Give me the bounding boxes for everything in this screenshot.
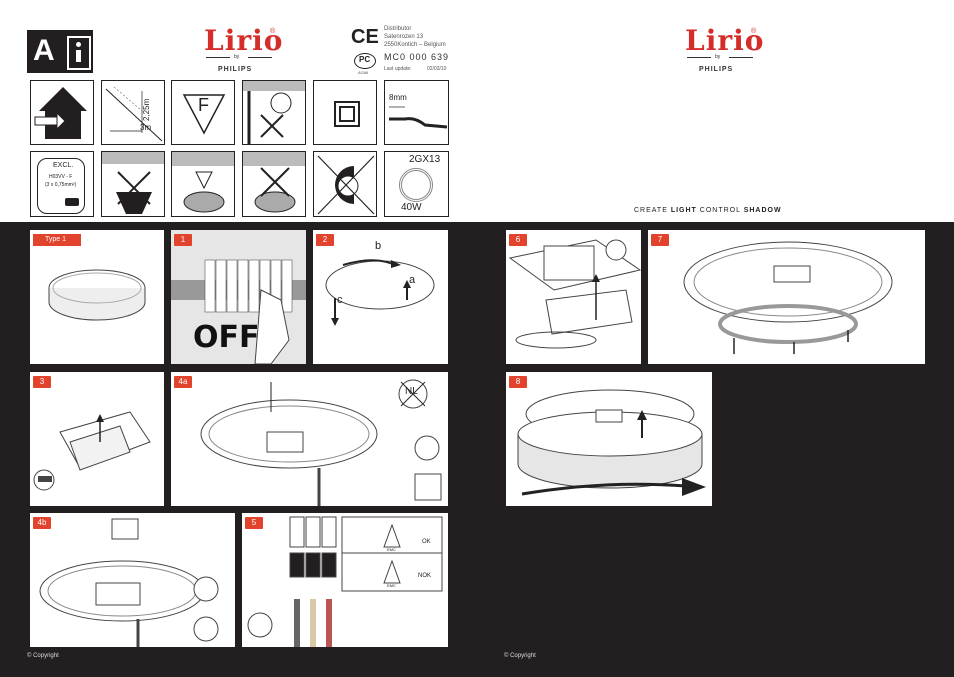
distributor-city: 2550Kontich – Belgium: [384, 42, 446, 48]
distributor-label: Distributor: [384, 26, 412, 32]
step-1-panel: 1 OFF: [171, 230, 306, 364]
distance-vertical: 2,25m: [142, 98, 151, 121]
update-date: 02/03/10: [427, 66, 447, 72]
dir-a: a: [409, 274, 416, 286]
bulb-replace-icon: [171, 151, 235, 217]
brand-logo-right: Lirio ® by PHILIPS: [685, 24, 765, 73]
distance-horizontal: 3m: [140, 123, 152, 132]
brand-registered: ®: [270, 28, 276, 35]
off-label: OFF: [193, 320, 260, 355]
step-6-panel: 6: [506, 230, 641, 364]
wire-strip-icon: 8mm: [384, 80, 449, 145]
copyright-right: © Copyright: [504, 653, 536, 659]
step-1-number: 1: [174, 234, 192, 246]
fire-letter: F: [198, 95, 209, 115]
update-label: Last update:: [384, 66, 412, 72]
double-insulation-icon: [313, 80, 377, 145]
no-insulation-cover-icon: [101, 151, 165, 217]
emc-label-nok: EMC: [387, 583, 396, 588]
step-5-panel: 5 OK NOK EMC EMC: [242, 513, 448, 647]
manual-letter: A: [33, 34, 55, 67]
cable-section: (3 x 0,75mm²): [45, 182, 77, 188]
cable-excl: EXCL.: [53, 162, 74, 169]
model-number: MC0 000 639: [384, 52, 450, 62]
ring-lamp-icon: [399, 168, 433, 202]
manual-icon: A: [27, 30, 93, 73]
step-3-panel: 3: [30, 372, 164, 506]
step-5-number: 5: [245, 517, 263, 529]
cable-spec-icon: EXCL. H03VV - F (3 x 0,75mm²): [30, 151, 94, 217]
nok-label: NOK: [418, 573, 432, 579]
ok-label: OK: [422, 539, 431, 545]
dir-c: c: [337, 294, 343, 306]
step-4b-number: 4b: [33, 517, 51, 529]
step-4b-panel: 4b: [30, 513, 235, 647]
step-7-number: 7: [651, 234, 669, 246]
step-2-number: 2: [316, 234, 334, 246]
step-8-panel: 8: [506, 372, 712, 506]
brand-name: Lirio: [204, 24, 284, 57]
ce-mark: CE: [351, 26, 379, 48]
type-label: Type 1: [33, 234, 81, 246]
copyright-left: © Copyright: [27, 653, 59, 659]
step-6-number: 6: [509, 234, 527, 246]
fire-rating-icon: F: [171, 80, 235, 145]
dir-b: b: [375, 240, 382, 252]
step-8-number: 8: [509, 376, 527, 388]
bulb-type: 2GX13: [409, 154, 441, 165]
book-icon: [67, 36, 91, 70]
brand-by: by: [234, 54, 240, 60]
pc-code: AG66: [358, 70, 369, 75]
emc-label-ok: EMC: [387, 547, 396, 552]
no-hot-bulb-icon: [242, 151, 306, 217]
pc-mark: PC: [354, 53, 376, 69]
step-3-number: 3: [33, 376, 51, 388]
nl-mark: NL: [405, 386, 418, 397]
step-4a-number: 4a: [174, 376, 192, 388]
step-2-panel: 2 b a c: [313, 230, 448, 364]
step-4a-panel: 4a NL: [171, 372, 448, 506]
tagline: CREATE LIGHT CONTROL SHADOW: [634, 207, 782, 214]
brand-logo-left: Lirio ® by PHILIPS: [200, 24, 284, 76]
bulb-power: 40W: [401, 202, 422, 213]
bulb-type-icon: 2GX13 40W: [384, 151, 449, 217]
indoor-use-icon: [30, 80, 94, 145]
step-7-panel: 7: [648, 230, 925, 364]
no-dimmer-icon: [313, 151, 377, 217]
step-type-panel: Type 1: [30, 230, 164, 364]
partner-name: PHILIPS: [218, 66, 253, 73]
plug-icon: [65, 198, 79, 206]
strip-length: 8mm: [389, 93, 407, 102]
minimum-distance-icon: 2,25m 3m: [101, 80, 165, 145]
distributor-street: Satenrozen 13: [384, 34, 424, 40]
cable-type: H03VV - F: [49, 174, 73, 180]
no-ceiling-recess-icon: [242, 80, 306, 145]
